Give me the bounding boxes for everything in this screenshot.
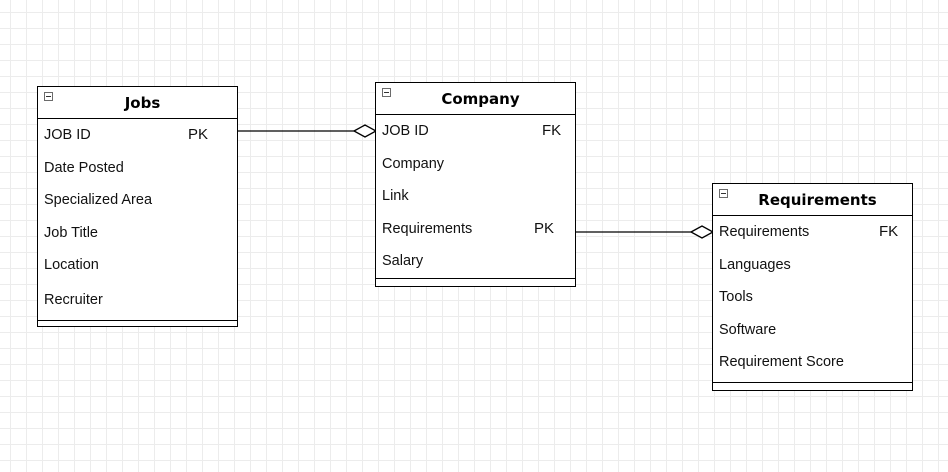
company-requirements-diamond-icon: [689, 225, 715, 239]
field-name: Location: [44, 257, 99, 273]
field-row[interactable]: Tools: [713, 281, 912, 314]
field-row[interactable]: Requirement Score: [713, 346, 912, 379]
field-name: Requirements: [382, 220, 473, 237]
entity-requirements[interactable]: Requirements Requirements FK Languages T…: [712, 183, 913, 391]
foreign-key-tag: FK: [879, 223, 899, 240]
jobs-company-diamond-icon: [352, 124, 378, 138]
field-name: JOB ID: [44, 127, 91, 143]
entity-title: Jobs: [124, 93, 161, 112]
entity-title: Requirements: [758, 190, 877, 209]
primary-key-tag: PK: [188, 126, 209, 143]
field-name: Link: [382, 188, 409, 204]
collapse-icon[interactable]: [382, 88, 391, 97]
field-name: Date Posted: [44, 159, 124, 176]
field-row[interactable]: Software: [713, 314, 912, 347]
entity-footer: [713, 381, 912, 390]
field-row[interactable]: Languages: [713, 249, 912, 282]
field-row[interactable]: JOB ID FK: [376, 115, 575, 148]
field-row[interactable]: Company: [376, 148, 575, 181]
field-row[interactable]: Salary: [376, 245, 575, 278]
entity-header: Requirements: [713, 184, 912, 216]
entity-footer: [38, 319, 237, 326]
field-name: Languages: [719, 256, 791, 273]
collapse-icon[interactable]: [719, 189, 728, 198]
field-row[interactable]: JOB ID PK: [38, 119, 237, 152]
entity-footer: [376, 277, 575, 286]
field-row[interactable]: Job Title: [38, 217, 237, 250]
collapse-icon[interactable]: [44, 92, 53, 101]
field-name: Salary: [382, 253, 424, 269]
field-name: Requirements: [719, 224, 810, 240]
field-row[interactable]: Requirements FK: [713, 216, 912, 249]
field-row[interactable]: Recruiter: [38, 282, 237, 319]
field-name: Tools: [719, 289, 753, 305]
field-row[interactable]: Link: [376, 180, 575, 213]
field-name: Job Title: [44, 224, 98, 241]
field-name: Requirement Score: [719, 354, 844, 370]
entity-title: Company: [441, 89, 520, 108]
foreign-key-tag: FK: [542, 122, 562, 139]
entity-header: Company: [376, 83, 575, 115]
entity-jobs[interactable]: Jobs JOB ID PK Date Posted Specialized A…: [37, 86, 238, 327]
field-name: Company: [382, 155, 445, 172]
field-row[interactable]: Requirements PK: [376, 213, 575, 246]
primary-key-tag: PK: [534, 219, 555, 237]
field-row[interactable]: Location: [38, 249, 237, 282]
field-row[interactable]: Date Posted: [38, 152, 237, 185]
entity-company[interactable]: Company JOB ID FK Company Link Requireme…: [375, 82, 576, 287]
field-name: Software: [719, 321, 777, 338]
field-row[interactable]: Specialized Area: [38, 184, 237, 217]
field-name: JOB ID: [382, 123, 429, 139]
field-name: Recruiter: [44, 291, 103, 308]
field-name: Specialized Area: [44, 192, 153, 208]
entity-header: Jobs: [38, 87, 237, 119]
